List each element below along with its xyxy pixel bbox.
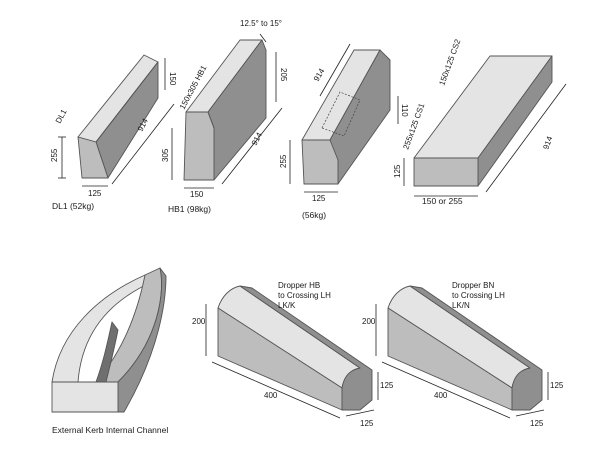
hb1-kerb (171, 33, 283, 189)
hb1-top-label: 205 (279, 68, 288, 82)
hb1-height-label: 305 (161, 148, 170, 162)
dropper-hb-end-width-label: 125 (360, 419, 374, 428)
dl1-width-label: 125 (88, 189, 102, 198)
cs-width-label: 150 or 255 (422, 196, 463, 206)
dropper-bn-length-label: 400 (434, 391, 448, 400)
channel-height-label: 255 (279, 154, 288, 168)
dropper-hb (205, 285, 379, 419)
dropper-hb-title-3: LK/K (278, 301, 296, 310)
dropper-bn-title-3: LK/N (452, 301, 470, 310)
hb1-width-label: 150 (190, 190, 204, 199)
hb1-caption: HB1 (98kg) (168, 204, 211, 214)
external-kerb (51, 267, 167, 413)
channel-notch-label: 110 (400, 104, 409, 117)
cs-length-label: 914 (541, 135, 554, 151)
dl1-height-label: 255 (50, 148, 59, 162)
cs-height-label: 125 (393, 164, 402, 178)
dropper-hb-title-2: to Crossing LH (278, 291, 331, 300)
dl1-kerb (58, 54, 175, 187)
dropper-hb-end-height-label: 125 (380, 381, 394, 390)
channel-width-label: 125 (312, 194, 326, 203)
channel-caption: (56kg) (302, 210, 326, 220)
cs-kerb (403, 55, 567, 197)
dropper-hb-height-label: 200 (192, 317, 206, 326)
dl1-top-label: 150 (168, 72, 177, 86)
dropper-bn-end-width-label: 125 (530, 419, 544, 428)
dl1-caption: DL1 (52kg) (52, 201, 94, 211)
hb1-angle-label: 12.5° to 15° (240, 19, 282, 28)
channel-length-label: 914 (312, 66, 327, 83)
channel-kerb (289, 43, 399, 193)
dropper-bn-end-height-label: 125 (550, 381, 564, 390)
dl1-name: DL1 (54, 107, 69, 125)
dropper-bn-height-label: 200 (362, 317, 376, 326)
external-caption: External Kerb Internal Channel (52, 425, 168, 435)
dropper-hb-length-label: 400 (264, 391, 278, 400)
dropper-bn (375, 285, 549, 419)
cs2-name: 150x125 CS2 (437, 38, 462, 87)
dropper-bn-title-2: to Crossing LH (452, 291, 505, 300)
dropper-hb-title-1: Dropper HB (278, 281, 320, 290)
dropper-bn-title-1: Dropper BN (452, 281, 494, 290)
